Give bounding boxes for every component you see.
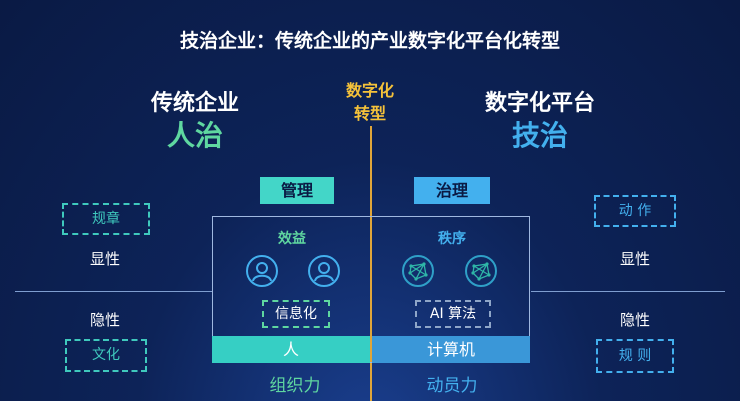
left-explicit-label: 显性 bbox=[89, 250, 120, 268]
right-header-line2: 技治 bbox=[511, 119, 568, 152]
center-divider bbox=[370, 126, 372, 401]
right-explicit-label: 显性 bbox=[619, 250, 650, 268]
mobilization-power-label: 动员力 bbox=[426, 376, 478, 396]
right-implicit-label: 隐性 bbox=[619, 311, 650, 329]
left-header-line1: 传统企业 bbox=[150, 91, 239, 116]
center-label-line1: 数字化 bbox=[345, 81, 394, 100]
person-bar: 人 bbox=[212, 336, 370, 363]
rules-box: 规 则 bbox=[596, 339, 674, 373]
page-title: 技治企业：传统企业的产业数字化平台化转型 bbox=[179, 30, 560, 52]
right-header-line1: 数字化平台 bbox=[484, 91, 595, 116]
right-horizontal-divider bbox=[531, 291, 725, 292]
order-subtitle: 秩序 bbox=[438, 231, 466, 247]
user-icon bbox=[246, 255, 278, 287]
ai-algorithm-box: AI 算法 bbox=[415, 300, 491, 328]
regulations-box: 规章 bbox=[62, 203, 150, 235]
network-icon bbox=[465, 255, 497, 287]
network-icon bbox=[402, 255, 434, 287]
culture-box: 文化 bbox=[65, 339, 147, 372]
left-header-line2: 人治 bbox=[166, 119, 223, 152]
center-box bbox=[212, 216, 530, 363]
benefit-subtitle: 效益 bbox=[278, 231, 306, 247]
center-label-line2: 转型 bbox=[353, 104, 386, 123]
management-tag: 管理 bbox=[260, 177, 334, 204]
left-horizontal-divider bbox=[15, 291, 213, 292]
left-implicit-label: 隐性 bbox=[89, 311, 120, 329]
computer-bar: 计算机 bbox=[372, 336, 530, 363]
user-icon bbox=[308, 255, 340, 287]
informatization-box: 信息化 bbox=[262, 300, 330, 328]
organization-power-label: 组织力 bbox=[269, 376, 321, 396]
action-box: 动 作 bbox=[594, 195, 676, 227]
governance-tag: 治理 bbox=[414, 177, 490, 204]
